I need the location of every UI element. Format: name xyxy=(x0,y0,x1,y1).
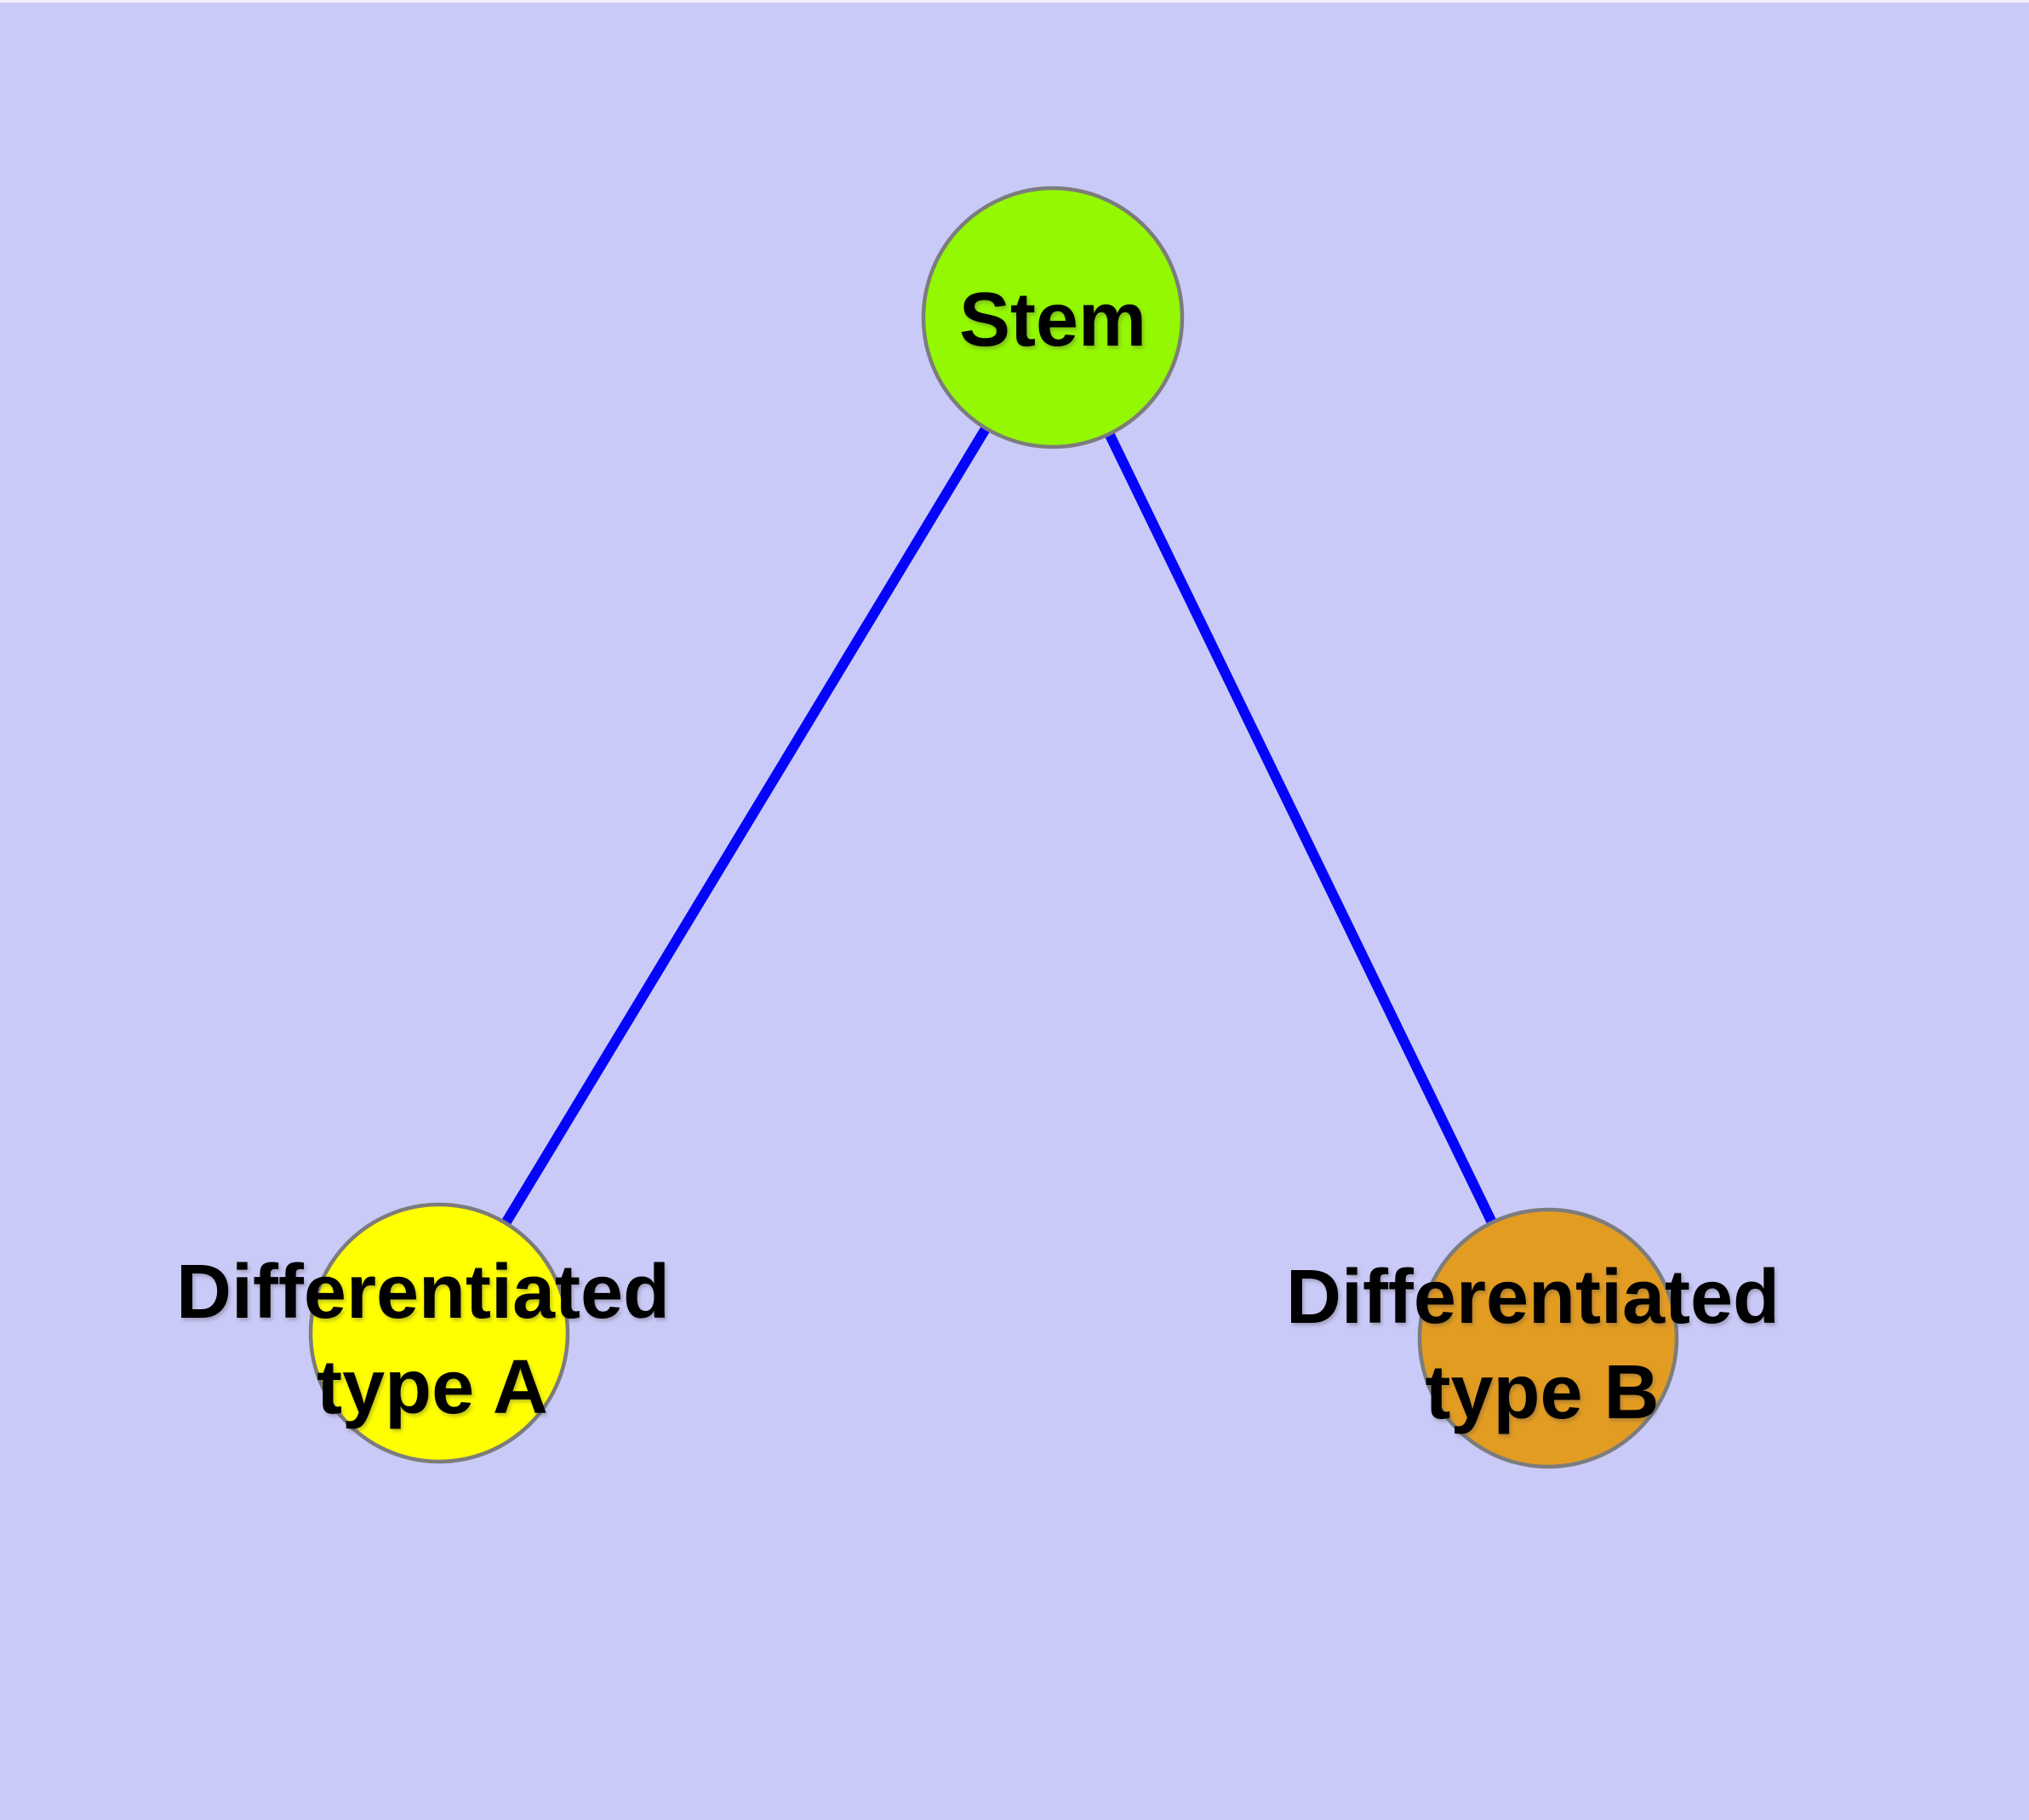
node-type-a-circle xyxy=(308,1202,570,1464)
top-window-strip xyxy=(0,0,2029,3)
node-type-b-label-line1: Differentiated xyxy=(1286,1255,1780,1340)
node-stem-label: Stem xyxy=(959,278,1146,363)
node-type-b-label-line2: type B xyxy=(1425,1350,1659,1435)
node-type-a-label-line1: Differentiated xyxy=(176,1250,670,1335)
edge-stem-to-type-a xyxy=(434,314,1058,1336)
edge-stem-to-type-b xyxy=(1048,315,1553,1341)
node-type-a-label-line2: type A xyxy=(317,1345,548,1430)
node-stem-circle xyxy=(921,186,1185,449)
node-type-b-circle xyxy=(1417,1207,1679,1469)
